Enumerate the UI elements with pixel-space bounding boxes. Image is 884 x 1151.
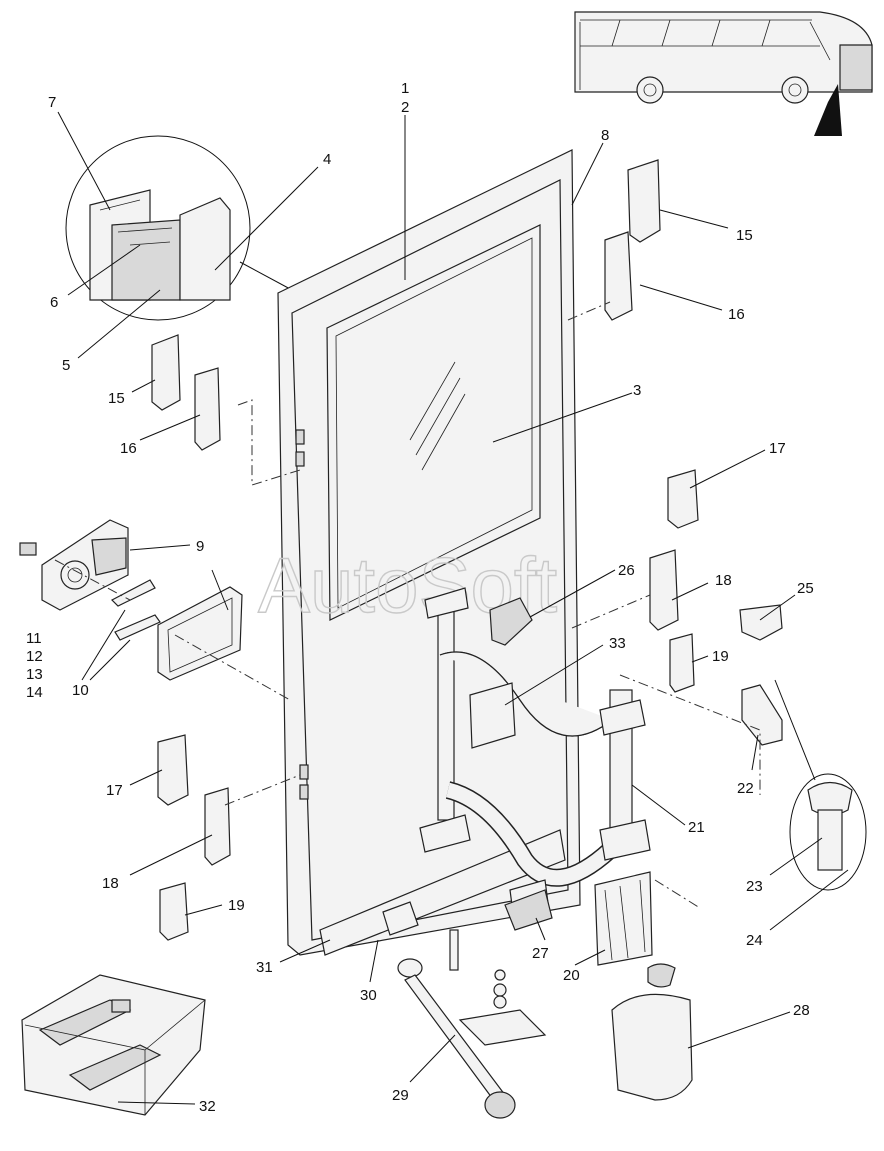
- callout-3: 3: [633, 382, 641, 399]
- callout-4: 4: [323, 151, 331, 168]
- callout-15-left: 15: [108, 390, 125, 407]
- callout-27: 27: [532, 945, 549, 962]
- callout-21: 21: [688, 819, 705, 836]
- callout-7: 7: [48, 94, 56, 111]
- door-lock: [19, 519, 243, 681]
- callout-15-right: 15: [736, 227, 753, 244]
- callout-30: 30: [360, 987, 377, 1004]
- callout-25: 25: [797, 580, 814, 597]
- callout-33: 33: [609, 635, 626, 652]
- callout-18-left: 18: [102, 875, 119, 892]
- callout-24: 24: [746, 932, 763, 949]
- callout-20: 20: [563, 967, 580, 984]
- callout-5: 5: [62, 357, 70, 374]
- callout-17-left: 17: [106, 782, 123, 799]
- callout-31: 31: [256, 959, 273, 976]
- callout-2: 2: [401, 99, 409, 116]
- callout-17-right: 17: [769, 440, 786, 457]
- callout-1: 1: [401, 80, 409, 97]
- callout-29: 29: [392, 1087, 409, 1104]
- callout-13: 13: [26, 666, 43, 683]
- callout-12: 12: [26, 648, 43, 665]
- callout-19-right: 19: [712, 648, 729, 665]
- cylinder-cover: [611, 963, 693, 1101]
- callout-6: 6: [50, 294, 58, 311]
- seal-detail-circle: [65, 135, 293, 321]
- callout-9: 9: [196, 538, 204, 555]
- leader-lines: [57, 111, 849, 1105]
- callout-22: 22: [737, 780, 754, 797]
- callout-10: 10: [72, 682, 89, 699]
- callout-23: 23: [746, 878, 763, 895]
- callout-labels: 1 2 3 4 5 6 7 8 9 10 11 12 13 14 15 15 1…: [26, 80, 814, 1115]
- step-box: [21, 974, 206, 1116]
- callout-16-right: 16: [728, 306, 745, 323]
- door-frame: [277, 149, 581, 956]
- callout-28: 28: [793, 1002, 810, 1019]
- hinge-brackets: [151, 159, 867, 941]
- callout-19-left: 19: [228, 897, 245, 914]
- link-rod: [397, 958, 547, 1119]
- bus-thumbnail: [574, 11, 873, 136]
- callout-32: 32: [199, 1098, 216, 1115]
- callout-16-left: 16: [120, 440, 137, 457]
- callout-8: 8: [601, 127, 609, 144]
- door-location-arrow-icon: [814, 84, 842, 136]
- bracket-27: [504, 889, 553, 931]
- alignment-lines: [54, 301, 761, 909]
- callout-18-right: 18: [715, 572, 732, 589]
- callout-26: 26: [618, 562, 635, 579]
- callout-11: 11: [26, 630, 42, 647]
- callout-14: 14: [26, 684, 43, 701]
